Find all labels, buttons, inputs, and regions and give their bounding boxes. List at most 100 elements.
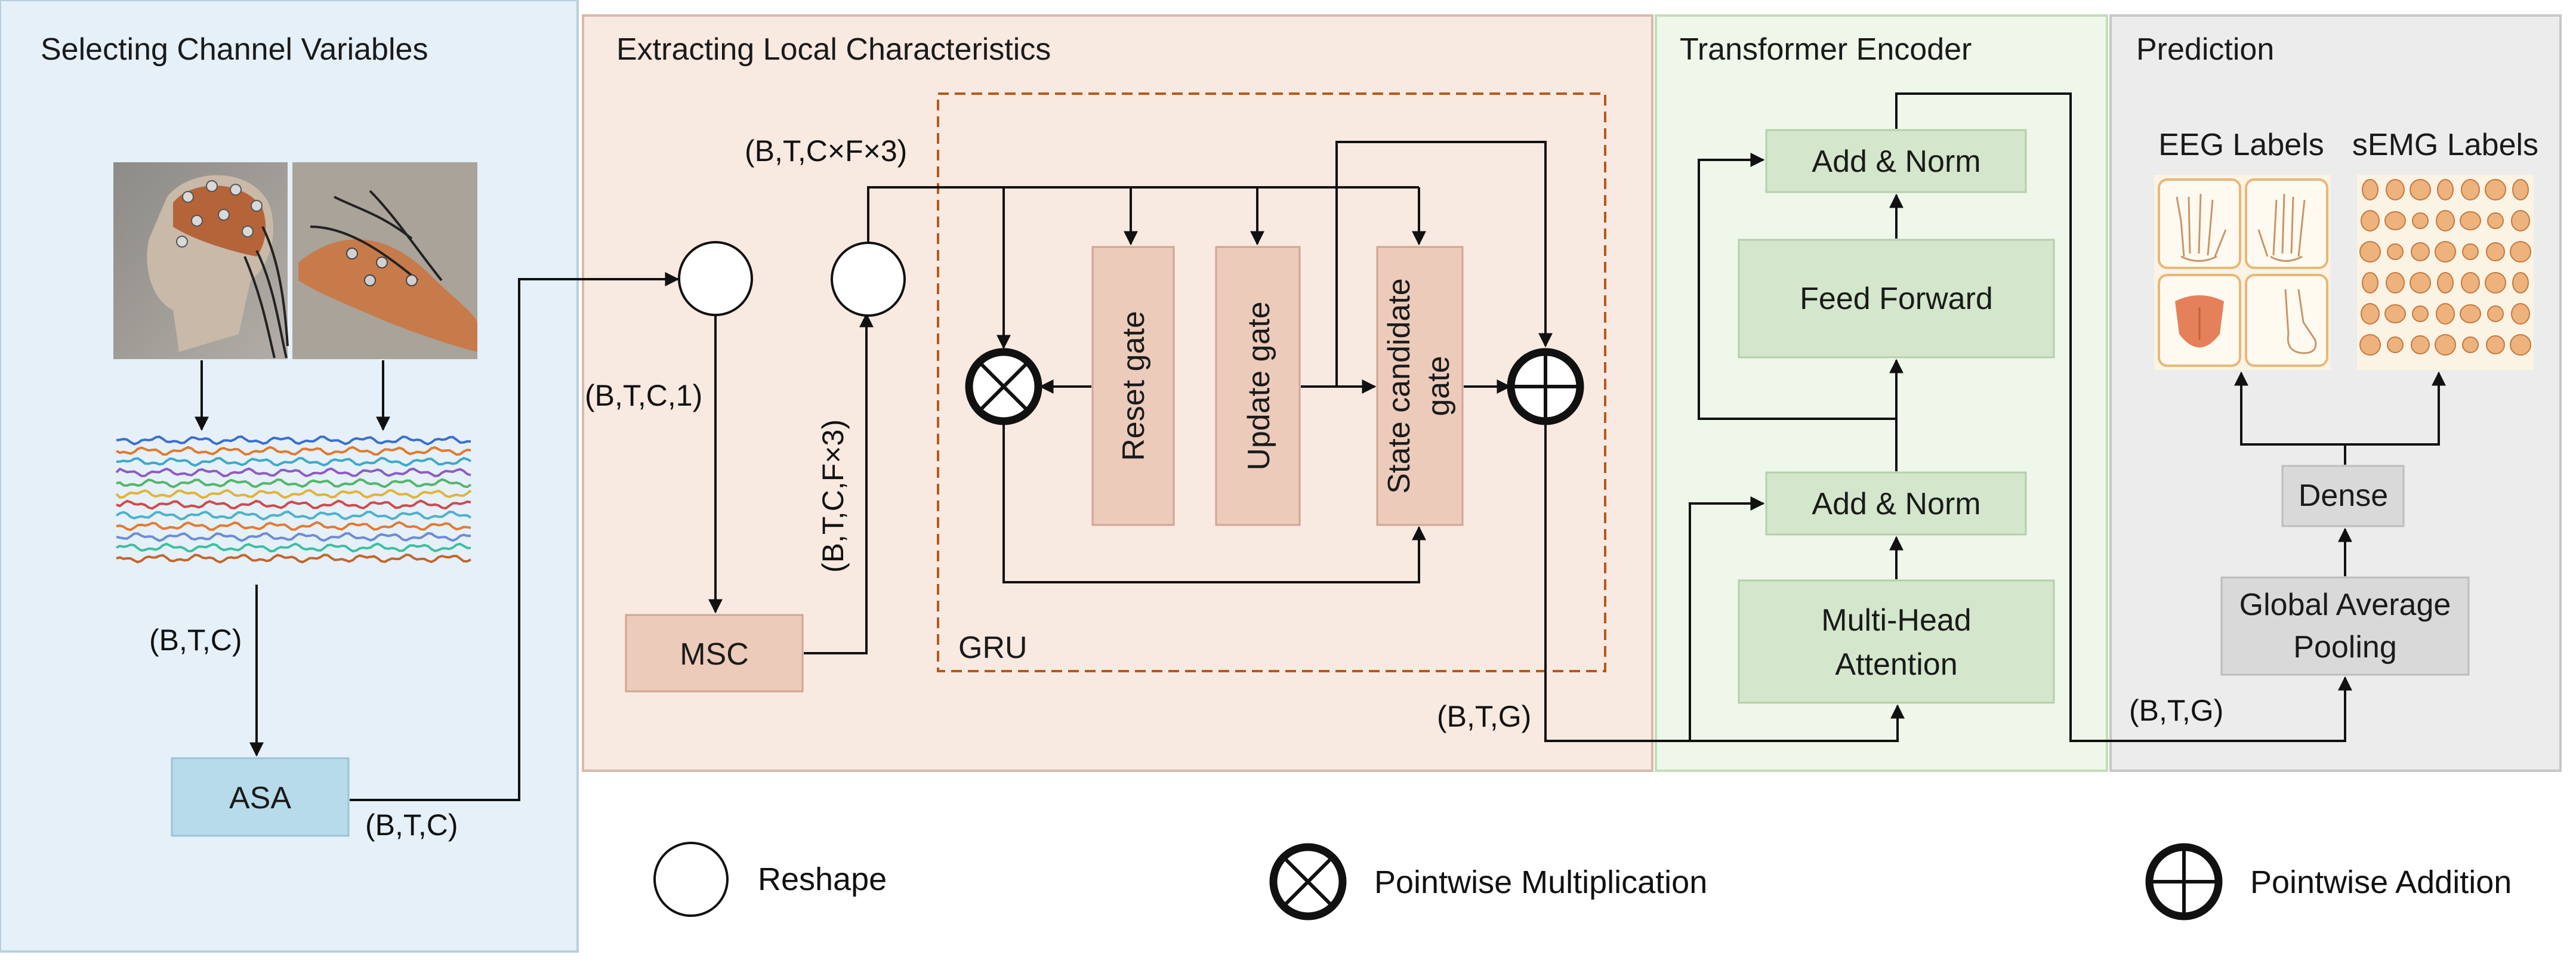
signal-trace	[115, 489, 472, 499]
state-candidate-label-1: State candidate	[1382, 278, 1417, 493]
emg-arm-photo	[292, 162, 477, 359]
panel-transformer-title: Transformer Encoder	[1680, 32, 1972, 67]
hand-gesture-icon	[2460, 304, 2481, 323]
hand-gesture-icon	[2510, 241, 2531, 262]
signal-trace	[116, 532, 471, 542]
dense-split-line	[2234, 371, 2346, 465]
asa-to-reshape-arrow	[350, 272, 680, 801]
dense-label: Dense	[2299, 478, 2388, 513]
gru-dashed-border	[937, 92, 1606, 672]
hand-gesture-icon	[2512, 179, 2529, 200]
hand-gesture-icon	[2386, 179, 2405, 200]
dense-block: Dense	[2281, 465, 2405, 527]
hand-gesture-icon	[2462, 243, 2479, 260]
hand-gesture-icon	[2461, 272, 2480, 294]
multiplier-feedback-arrow	[1002, 424, 1426, 583]
hand-gesture-icon	[2387, 243, 2404, 260]
hand-gesture-icon	[2387, 336, 2404, 353]
hand-gesture-icon	[2511, 303, 2530, 325]
signal-trace	[116, 435, 471, 446]
signal-trace	[116, 521, 471, 532]
hand-gesture-icon	[2487, 305, 2504, 322]
hand-gesture-icon	[2361, 210, 2380, 231]
hand-gesture-icon	[2412, 305, 2429, 322]
hand-gesture-icon	[2486, 242, 2505, 261]
left-hand-icon	[2176, 193, 2227, 262]
msc-label: MSC	[680, 637, 749, 672]
signal-trace	[115, 467, 471, 478]
hand-gesture-icon	[2435, 241, 2456, 262]
semg-labels-title: sEMG Labels	[2352, 128, 2538, 162]
hand-gesture-icon	[2362, 179, 2378, 200]
multiplication-legend-label: Pointwise Multiplication	[1374, 864, 1707, 900]
signal-trace	[116, 542, 471, 553]
feed-forward-label: Feed Forward	[1800, 282, 1993, 316]
hand-gesture-icon	[2412, 212, 2429, 229]
hand-gesture-icon	[2437, 272, 2454, 294]
signal-trace	[116, 446, 471, 456]
msc-to-reshape2-arrow	[804, 313, 874, 654]
residual-to-add-norm-top	[1698, 153, 1896, 420]
state-candidate-label-2: gate	[1421, 356, 1456, 416]
loop-to-adder-line	[1335, 141, 1553, 388]
add-norm-top-label: Add & Norm	[1812, 144, 1980, 179]
reset-gate-block: Reset gate	[1091, 246, 1175, 526]
add-norm-bottom-label: Add & Norm	[1812, 487, 1980, 521]
hand-gesture-icon	[2361, 303, 2380, 325]
eeg-labels-image	[2154, 175, 2331, 370]
hand-gesture-icon	[2437, 179, 2454, 200]
foot-icon	[2284, 289, 2317, 354]
update-gate-block: Update gate	[1215, 246, 1301, 526]
state-candidate-gate-block: State candidate gate	[1376, 246, 1464, 526]
update-gate-label: Update gate	[1242, 301, 1276, 470]
multiplication-legend-icon	[1269, 843, 1347, 920]
dim-label-btcxf3: (B,T,C×F×3)	[745, 134, 907, 168]
gru-output-line	[1544, 425, 1905, 742]
hand-gesture-icon	[2485, 272, 2506, 294]
signal-trace	[116, 478, 472, 489]
reshape-circle-2	[831, 242, 906, 317]
hand-gesture-icon	[2485, 179, 2506, 200]
eeg-head-photo	[113, 162, 289, 359]
dense-to-semg-arrow	[2345, 371, 2446, 446]
hand-gesture-icon	[2511, 210, 2530, 231]
hand-gesture-icon	[2487, 212, 2504, 229]
hand-gesture-icon	[2410, 179, 2431, 200]
add-norm-top-block: Add & Norm	[1765, 129, 2027, 193]
semg-labels-image	[2357, 175, 2534, 370]
gru-label: GRU	[958, 631, 1028, 665]
residual-to-add-norm-bottom	[1689, 496, 1765, 741]
dim-label-btc-left: (B,T,C)	[149, 623, 242, 657]
global-average-pooling-block: Global Average Pooling	[2220, 576, 2470, 676]
hand-gesture-icon	[2359, 334, 2381, 356]
hand-gesture-icon	[2386, 272, 2405, 294]
panel-selecting-title: Selecting Channel Variables	[41, 32, 428, 67]
hand-gesture-icon	[2384, 304, 2406, 323]
asa-block: ASA	[171, 757, 350, 837]
msc-block: MSC	[625, 614, 804, 693]
addition-legend-label: Pointwise Addition	[2250, 864, 2512, 900]
hand-gesture-icon	[2384, 211, 2406, 230]
dim-label-btg-gru: (B,T,G)	[1437, 700, 1531, 733]
gap-label-1: Global Average	[2239, 588, 2451, 622]
dim-label-btc1: (B,T,C,1)	[585, 379, 702, 412]
asa-label: ASA	[229, 781, 291, 815]
tongue-icon	[2175, 295, 2224, 348]
multichannel-signal-traces	[115, 435, 472, 564]
panel-prediction-title: Prediction	[2136, 32, 2274, 67]
dim-label-btg-pred: (B,T,G)	[2129, 694, 2223, 727]
signal-trace	[116, 456, 471, 467]
hand-gesture-icon	[2362, 272, 2378, 294]
dim-label-btcf3: (B,T,C,F×3)	[816, 419, 850, 573]
addition-legend-icon	[2145, 843, 2223, 920]
hand-gesture-icon	[2411, 242, 2430, 261]
hand-gesture-icon	[2486, 335, 2505, 354]
hand-gesture-icon	[2410, 272, 2431, 294]
right-hand-icon	[2257, 193, 2306, 262]
hand-gesture-icon	[2461, 179, 2480, 200]
reset-gate-label: Reset gate	[1116, 311, 1151, 461]
reshape-legend-label: Reshape	[758, 861, 887, 897]
pointwise-multiplication-node	[965, 348, 1042, 425]
hand-gesture-icon	[2460, 211, 2481, 230]
